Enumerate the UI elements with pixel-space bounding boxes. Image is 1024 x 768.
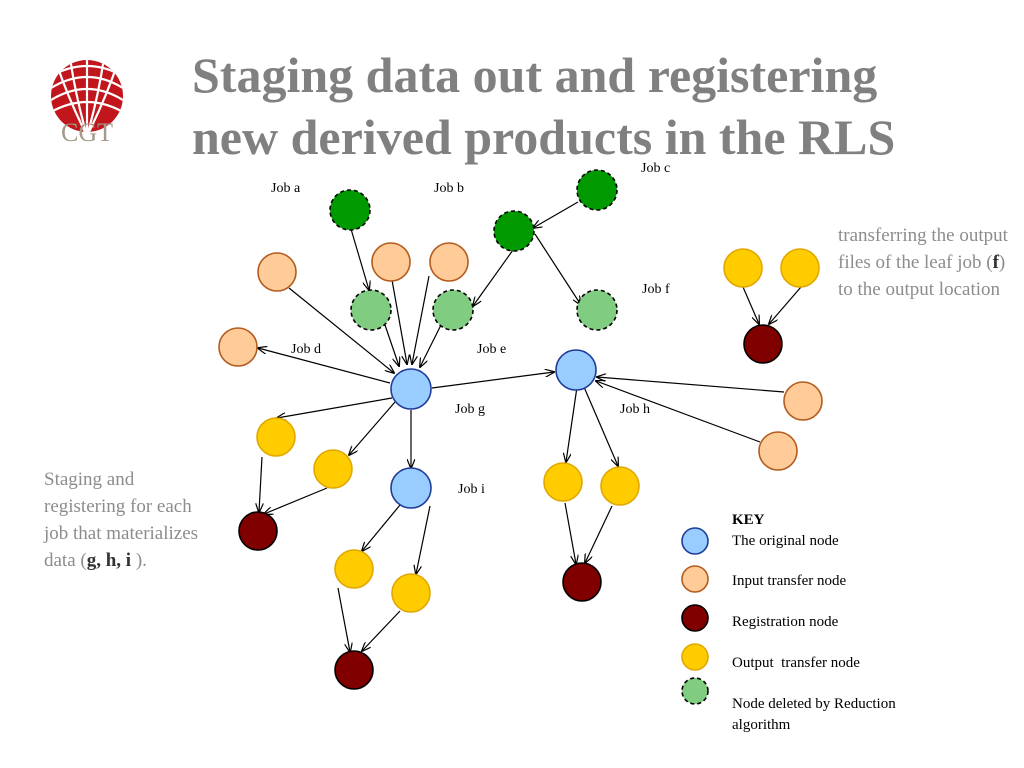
input-transfer-node — [429, 242, 469, 282]
logo-text: CGT — [61, 118, 113, 147]
edge — [412, 275, 430, 364]
edge — [420, 324, 442, 367]
slide-title: Staging data out and registering new der… — [192, 44, 1012, 168]
legend-deleted-label-2: algorithm — [732, 717, 791, 733]
legend: KEY The original node Input transfer nod… — [681, 512, 896, 733]
legend-deleted-swatch — [681, 677, 709, 705]
legend-registration-swatch — [681, 604, 709, 632]
note-left-text-end: ). — [131, 550, 147, 571]
output-transfer-node — [780, 248, 820, 288]
original-node-job-i — [390, 467, 432, 509]
edge — [362, 504, 401, 551]
note-left-text: Staging and registering for each job tha… — [44, 469, 199, 571]
edge — [384, 324, 399, 366]
registration-node — [238, 511, 278, 551]
deleted-node-job-c — [576, 169, 618, 211]
legend-original-label: The original node — [732, 533, 839, 549]
edge — [533, 201, 579, 228]
nodes — [218, 169, 823, 690]
edge — [473, 249, 514, 306]
original-node-job-g — [390, 368, 432, 410]
job-label-b: Job b — [434, 181, 464, 196]
legend-output-swatch — [681, 643, 709, 671]
edge — [288, 287, 394, 373]
edge — [391, 279, 407, 364]
edge — [349, 401, 396, 455]
note-right-bold: f — [992, 252, 999, 273]
job-label-e: Job e — [477, 342, 506, 357]
registration-node — [334, 650, 374, 690]
edge — [258, 348, 391, 384]
edge — [566, 386, 578, 462]
original-node-job-h — [555, 349, 597, 391]
legend-output-label: Output transfer node — [732, 655, 860, 671]
legend-deleted-label: Node deleted by Reduction — [732, 696, 896, 712]
deleted-node-job-e — [432, 289, 474, 331]
output-transfer-node — [391, 573, 431, 613]
legend-input-swatch — [681, 565, 709, 593]
note-staging: Staging and registering for each job tha… — [44, 466, 214, 574]
output-transfer-node — [723, 248, 763, 288]
edge — [337, 587, 350, 652]
job-label-h: Job h — [620, 402, 650, 417]
edge — [362, 610, 401, 651]
edge — [264, 487, 328, 514]
job-label-i: Job i — [458, 482, 485, 497]
legend-registration-label: Registration node — [732, 614, 839, 630]
legend-input-label: Input transfer node — [732, 573, 846, 589]
edge — [769, 286, 802, 324]
registration-node — [562, 562, 602, 602]
edge — [597, 377, 785, 393]
edge — [350, 228, 369, 290]
edge — [431, 372, 554, 389]
edge — [416, 505, 431, 574]
deleted-node-job-f — [576, 289, 618, 331]
edge — [564, 502, 576, 564]
input-transfer-node — [758, 431, 798, 471]
edge — [583, 386, 618, 466]
legend-original-swatch — [681, 527, 709, 555]
output-transfer-node — [600, 466, 640, 506]
input-transfer-node — [218, 327, 258, 367]
edges — [258, 201, 802, 652]
job-label-c: Job c — [641, 161, 670, 176]
title-line-1: Staging data out and registering — [192, 47, 878, 103]
edge — [585, 505, 613, 563]
output-transfer-node — [543, 462, 583, 502]
output-transfer-node — [334, 549, 374, 589]
note-leaf-transfer: transferring the output files of the lea… — [838, 222, 1018, 303]
job-label-d: Job d — [291, 342, 321, 357]
note-left-bold: g, h, i — [86, 550, 132, 571]
output-transfer-node — [256, 417, 296, 457]
deleted-node-job-a — [329, 189, 371, 231]
edge — [596, 381, 761, 443]
legend-heading: KEY — [732, 512, 765, 528]
cgt-logo-icon — [51, 60, 123, 132]
deleted-node-job-d — [350, 289, 392, 331]
note-right-text: transferring the output files of the lea… — [838, 225, 1008, 273]
input-transfer-node — [257, 252, 297, 292]
edge — [742, 286, 759, 324]
edge — [534, 233, 581, 305]
job-label-g: Job g — [455, 402, 485, 417]
input-transfer-node — [783, 381, 823, 421]
registration-node — [743, 324, 783, 364]
note-right-text-end: ) to the output location — [838, 252, 1006, 300]
deleted-node-job-b — [493, 210, 535, 252]
edge — [259, 456, 262, 512]
job-label-a: Job a — [271, 181, 301, 196]
edge — [277, 397, 393, 418]
title-line-2: new derived products in the RLS — [192, 109, 896, 165]
job-label-f: Job f — [642, 282, 670, 297]
job-labels: Job a Job b Job c Job d Job e Job f Job … — [271, 161, 670, 497]
output-transfer-node — [313, 449, 353, 489]
input-transfer-node — [371, 242, 411, 282]
